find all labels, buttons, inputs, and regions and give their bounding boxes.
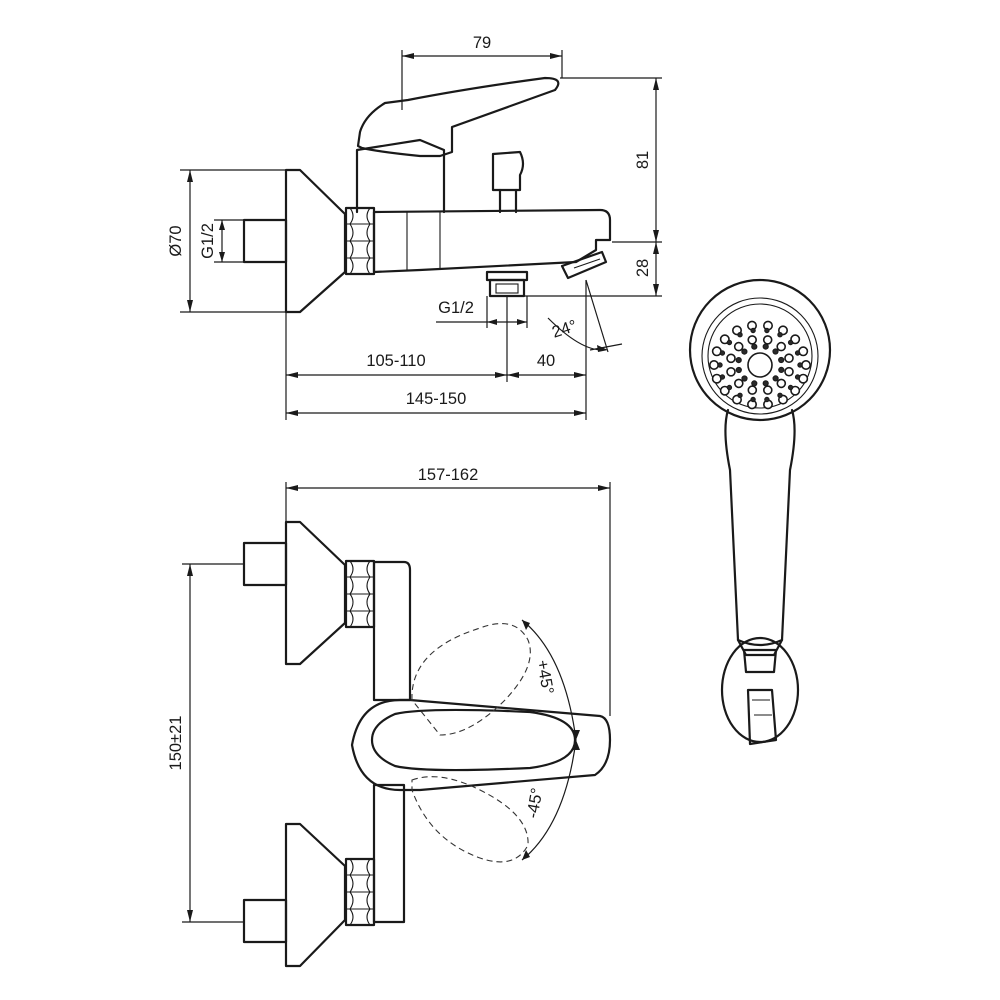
shower-head-outer [688, 278, 832, 422]
shower-nozzle [719, 334, 730, 345]
shower-nozzle [772, 348, 779, 355]
shower-nozzle [762, 335, 773, 345]
shower-nozzle [726, 366, 736, 377]
shower-nozzle [798, 373, 809, 384]
shower-nozzle [800, 359, 811, 370]
side-cartridge-housing [355, 138, 446, 214]
side-spout-outlet [560, 250, 608, 280]
shower-nozzle [751, 343, 758, 350]
dim-inlet-thread: G1/2 [199, 223, 217, 259]
dim-flange-diameter: Ø70 [167, 225, 185, 256]
shower-nozzle [764, 327, 770, 334]
shower-handle [724, 408, 796, 647]
shower-nozzle [733, 341, 744, 352]
lever-position-down [411, 776, 529, 863]
dim-total-projection: 145-150 [406, 390, 467, 408]
front-bottom-inlet-pipe [242, 898, 288, 944]
front-bottom-flange [284, 822, 347, 968]
shower-nozzle [797, 362, 803, 368]
shower-nozzle [719, 350, 726, 356]
front-top-inlet-pipe [242, 541, 288, 587]
front-view: 157-162 +45° -45° 150±21 [167, 466, 612, 968]
dim-outlet-overhang: 40 [537, 352, 555, 370]
front-mixer-body [372, 560, 412, 924]
shower-nozzle [741, 348, 748, 355]
shower-nozzle [787, 339, 794, 346]
shower-nozzle [764, 396, 770, 403]
shower-nozzle [777, 392, 783, 398]
lever-position-up [411, 623, 531, 736]
shower-nozzle [711, 346, 722, 357]
front-bottom-hex-nut [344, 857, 376, 927]
dim-lever-rotation-up: +45° [533, 659, 557, 696]
shower-nozzle [750, 396, 756, 403]
shower-nozzle [751, 380, 758, 387]
shower-spray-nozzles [708, 320, 811, 410]
shower-nozzle [708, 359, 719, 370]
shower-nozzle [762, 385, 773, 395]
shower-nozzle [778, 356, 785, 364]
shower-nozzle [733, 378, 744, 389]
shower-nozzle [778, 366, 785, 373]
dim-centre-distance: 150±21 [167, 716, 185, 771]
shower-nozzle [790, 385, 801, 396]
shower-nozzle [719, 385, 730, 396]
dim-front-projection: 157-162 [418, 466, 479, 484]
side-hose-connector [485, 270, 529, 282]
shower-nozzle [747, 335, 758, 345]
dim-spout-outlet-height: 28 [634, 259, 652, 277]
shower-nozzle [794, 374, 801, 380]
dim-lever-length: 79 [473, 34, 491, 52]
shower-bracket-clip [746, 688, 778, 746]
shower-nozzle [737, 392, 743, 398]
shower-nozzle [726, 353, 736, 364]
shower-nozzle [737, 332, 743, 338]
shower-nozzle [735, 357, 742, 364]
shower-nozzle [726, 339, 733, 346]
shower-nozzle [747, 385, 758, 395]
shower-nozzle [787, 384, 794, 391]
shower-nozzle [762, 380, 769, 387]
shower-nozzle [741, 375, 748, 382]
side-view: 79 81 28 Ø70 G1/2 G1/2 24° 105-110 40 14… [167, 34, 662, 420]
dim-hose-thread: G1/2 [438, 299, 474, 317]
shower-nozzle [735, 366, 742, 374]
shower-nozzle [784, 353, 794, 364]
shower-nozzle [790, 334, 801, 345]
dim-outlet-to-wall: 105-110 [366, 352, 425, 370]
shower-nozzle [794, 350, 801, 356]
side-wall-flange [284, 168, 347, 314]
shower-nozzle [762, 343, 769, 350]
shower-nozzle [777, 332, 783, 338]
shower-nozzle [750, 327, 756, 334]
shower-centre [747, 352, 773, 378]
dim-spout-angle: 24° [550, 317, 579, 342]
dim-lever-rotation-down: -45° [524, 787, 547, 820]
side-lever [356, 76, 560, 158]
front-top-hex-nut [344, 559, 376, 629]
shower-nozzle [776, 378, 787, 389]
shower-nozzle [772, 375, 779, 382]
shower-nozzle [719, 374, 726, 380]
shower-nozzle [717, 362, 723, 368]
shower-nozzle [711, 373, 722, 384]
side-diverter-knob [491, 150, 525, 192]
shower-nozzle [798, 346, 809, 357]
front-top-flange [284, 520, 347, 666]
front-lever-handle [370, 708, 577, 772]
shower-nozzle [726, 384, 733, 391]
shower-nozzle [784, 366, 794, 377]
hand-shower [688, 278, 832, 746]
side-inlet-pipe [242, 218, 288, 264]
side-hex-nut [344, 206, 376, 276]
shower-nozzle [776, 341, 787, 352]
front-lever-base [350, 698, 612, 792]
dim-spout-top-height: 81 [634, 151, 652, 169]
